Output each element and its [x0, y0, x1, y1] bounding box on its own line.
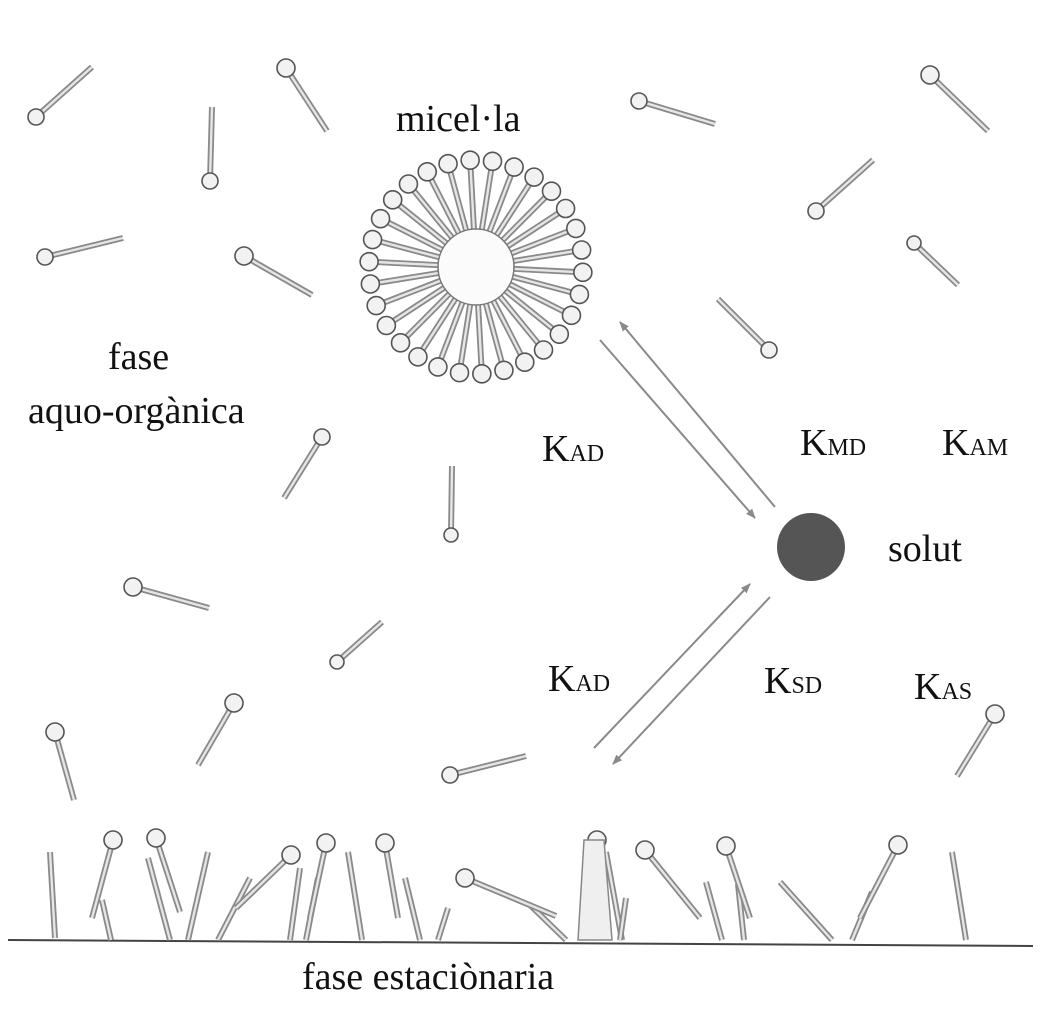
k-sd-main: K: [764, 660, 791, 702]
micelle-label: micel·la: [396, 100, 520, 138]
support-baseline: [8, 940, 1033, 946]
k-am-main: K: [942, 422, 969, 464]
free-surfactant: [921, 66, 988, 131]
bonded-chain: [290, 868, 300, 940]
k-as-label: KAS: [914, 668, 972, 706]
solute-particle: [777, 513, 845, 581]
mobile-phase-label-line1: fase: [108, 338, 169, 376]
arrow-surface-to-solute: [594, 584, 750, 748]
k-md-label: KMD: [800, 424, 866, 462]
bonded-chain: [438, 908, 448, 940]
k-sd-sub: SD: [791, 673, 822, 699]
adsorbed-surfactant: [717, 837, 750, 918]
adsorbed-surfactant: [456, 869, 556, 916]
k-am-label: KAM: [942, 424, 1008, 462]
free-surfactant: [28, 67, 92, 125]
mobile-phase-label-line2: aquo-orgànica: [28, 392, 245, 430]
free-surfactant: [957, 705, 1004, 776]
free-surfactant: [198, 694, 243, 765]
adsorbed-surfactant: [376, 834, 398, 918]
micelle: [360, 151, 592, 383]
k-sd-label: KSD: [764, 662, 822, 700]
free-surfactant: [330, 622, 382, 669]
k-ad-top-label: KAD: [542, 430, 604, 468]
micelle-core: [438, 229, 514, 305]
k-ad-bottom-sub: AD: [575, 671, 610, 697]
free-surfactant: [202, 107, 218, 189]
k-am-sub: AM: [969, 435, 1008, 461]
k-ad-bottom-label: KAD: [548, 660, 610, 698]
adsorbed-surfactant: [310, 834, 335, 918]
free-surfactant: [284, 429, 330, 498]
free-surfactant: [718, 299, 777, 358]
adsorbed-surfactant: [636, 841, 700, 918]
bonded-chain: [952, 852, 966, 940]
free-surfactant: [808, 160, 873, 219]
bonded-chain: [50, 852, 55, 938]
bonded-chain: [218, 878, 250, 940]
k-md-main: K: [800, 422, 827, 464]
k-ad-top-main: K: [542, 428, 569, 470]
arrow-solute-to-micelle: [620, 322, 775, 507]
adsorbed-surfactant: [860, 836, 907, 918]
bonded-chain: [780, 882, 832, 940]
equilibrium-arrows: [594, 322, 775, 764]
solute-label: solut: [888, 530, 962, 568]
bonded-chain: [102, 900, 111, 940]
k-md-sub: MD: [827, 435, 866, 461]
arrow-micelle-to-solute: [600, 340, 755, 518]
k-ad-top-sub: AD: [569, 441, 604, 467]
adsorbed-surfactant: [236, 846, 300, 908]
free-surfactant: [907, 236, 958, 285]
bonded-chain: [706, 882, 722, 940]
k-as-main: K: [914, 666, 941, 708]
free-surfactant: [235, 247, 312, 295]
bonded-chain: [405, 878, 420, 940]
stationary-phase-label: fase estaciònaria: [302, 958, 554, 996]
stationary-surface: [8, 829, 1033, 946]
adsorbed-surfactant: [92, 831, 122, 918]
free-surfactant: [442, 756, 526, 783]
k-ad-bottom-main: K: [548, 658, 575, 700]
k-as-sub: AS: [941, 679, 972, 705]
arrow-solute-to-surface: [613, 597, 770, 764]
free-surfactant: [124, 578, 209, 608]
free-surfactant: [444, 466, 458, 542]
bonded-chain: [348, 852, 362, 940]
free-surfactant: [37, 238, 123, 265]
free-surfactant: [631, 93, 715, 124]
free-surfactant: [277, 59, 327, 131]
bonded-chain: [620, 898, 626, 940]
bonded-chain: [188, 852, 208, 940]
free-surfactant: [46, 723, 74, 800]
